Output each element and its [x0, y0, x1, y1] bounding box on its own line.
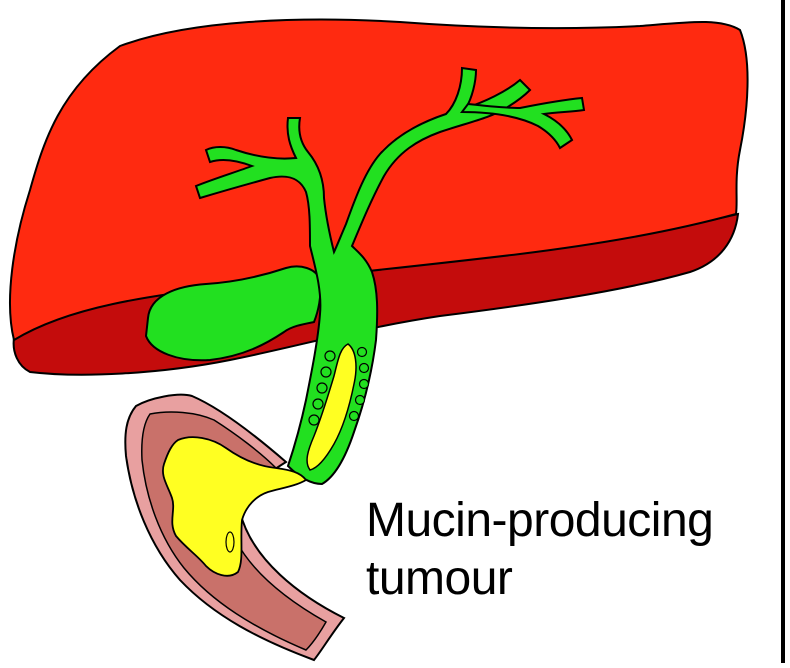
- tumour-label-line2: tumour: [366, 550, 713, 608]
- tumour-label-line1: Mucin-producing: [366, 492, 713, 550]
- right-border: [781, 0, 785, 663]
- tumour-label: Mucin-producing tumour: [366, 492, 713, 608]
